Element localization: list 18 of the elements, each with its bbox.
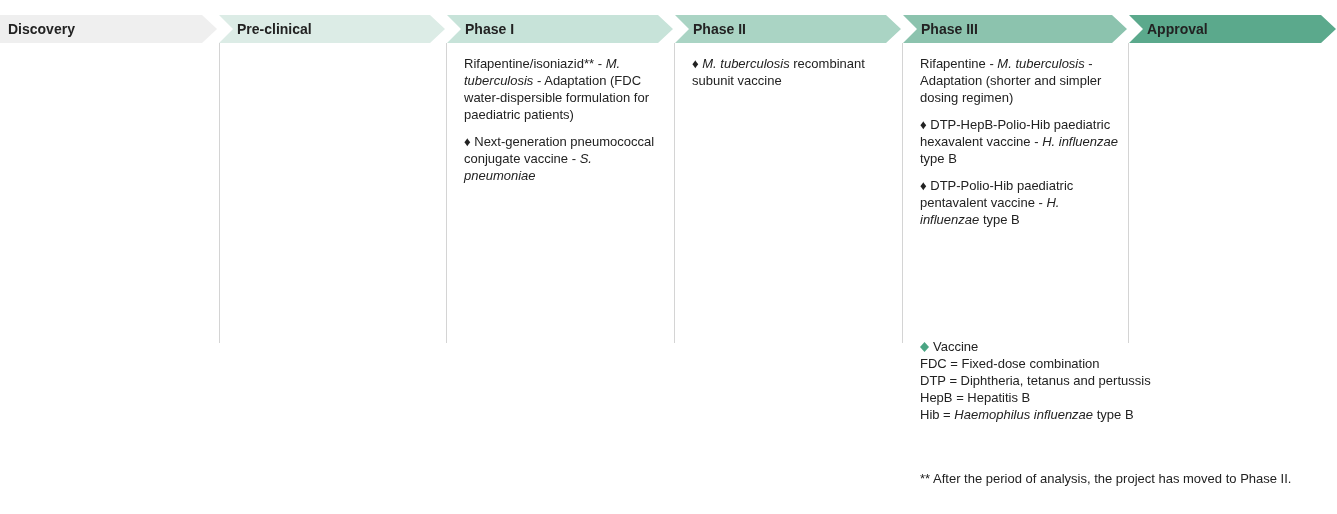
legend-text: Vaccine	[933, 338, 979, 355]
abbreviation-note: DTP = Diphtheria, tetanus and pertussis	[920, 372, 1152, 389]
footnote: ** After the period of analysis, the project has moved to Phase II.	[920, 470, 1293, 487]
pipeline-entry: ♦ DTP-HepB-Polio-Hib paediatric hexavalent vaccine - H. influenzae type B	[920, 116, 1119, 167]
stage-title: Phase I	[465, 21, 515, 37]
abbreviation-note: FDC = Fixed-dose combination	[920, 355, 1101, 372]
stage-title: Pre-clinical	[237, 21, 312, 37]
pipeline-entry: ♦ DTP-Polio-Hib paediatric pentavalent vaccine - H. influenzae type B	[920, 177, 1075, 228]
pipeline-entry: ♦ M. tuberculosis recombinant subunit vaccine	[692, 55, 866, 89]
pipeline-entry: Rifapentine - M. tuberculosis - Adaptation (shorter and simpler dosing regimen)	[920, 55, 1103, 106]
pipeline-entry: ♦ Next-generation pneumococcal conjugate vaccine - S. pneumoniae	[464, 133, 656, 184]
stage-title: Phase III	[921, 21, 978, 37]
abbreviation-note: HepB = Hepatitis B	[920, 389, 1032, 406]
pipeline-entry: Rifapentine/isoniazid** - M. tuberculosis - Adaptation (FDC water-dispersible formulation for paediatric patients)	[464, 55, 650, 123]
stage-title: Discovery	[8, 21, 75, 37]
stage-title: Approval	[1147, 21, 1208, 37]
abbreviation-note: Hib = Haemophilus influenzae type B	[920, 406, 1135, 423]
stage-title: Phase II	[693, 21, 746, 37]
